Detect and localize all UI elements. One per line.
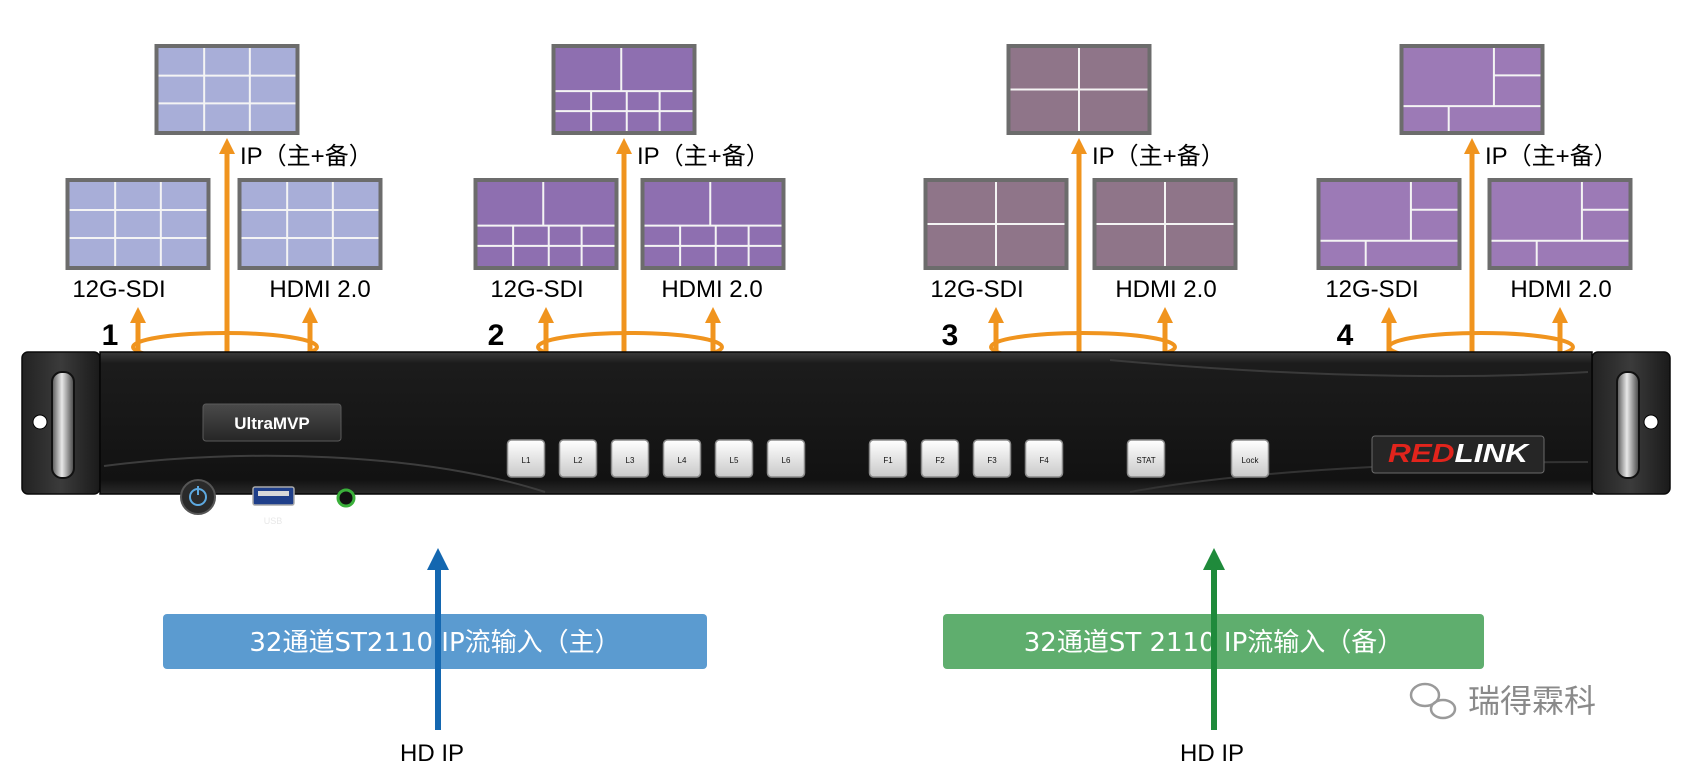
ip-output-label: IP（主+备） xyxy=(637,143,770,170)
sdi-output-label: 12G-SDI xyxy=(1325,276,1418,303)
hdmi-monitor xyxy=(1092,178,1238,270)
input-arrow xyxy=(1203,548,1225,730)
model-label: UltraMVP xyxy=(234,414,310,433)
panel-button-label: L2 xyxy=(574,456,583,465)
panel-button-label: F2 xyxy=(935,456,945,465)
ip-output-arrow xyxy=(616,138,632,382)
output-number: 1 xyxy=(102,319,119,352)
output-number: 4 xyxy=(1337,319,1354,352)
input-arrow xyxy=(427,548,449,730)
watermark-text: 瑞得霖科 xyxy=(1468,682,1596,720)
hdmi-output-label: HDMI 2.0 xyxy=(269,276,370,303)
sdi-monitor xyxy=(1316,178,1462,270)
hdmi-monitor xyxy=(1487,178,1633,270)
panel-button-stat[interactable]: STAT xyxy=(1126,439,1166,478)
ip-output-arrow xyxy=(1464,138,1480,382)
sdi-monitor xyxy=(65,178,211,270)
panel-button-label: L6 xyxy=(782,456,791,465)
panel-button-f4[interactable]: F4 xyxy=(1024,439,1064,478)
panel-button-label: F4 xyxy=(1039,456,1049,465)
rack-hole-left xyxy=(32,414,48,430)
sdi-output-label: 12G-SDI xyxy=(490,276,583,303)
panel-button-label: L4 xyxy=(678,456,687,465)
ip-output-label: IP（主+备） xyxy=(1485,143,1618,170)
input-stream-1: 32通道ST2110 IP流输入（主）HD IP xyxy=(163,548,707,767)
panel-button-label: L5 xyxy=(730,456,739,465)
ip-monitor xyxy=(1399,44,1545,135)
wechat-watermark: 瑞得霖科 xyxy=(1409,682,1596,720)
model-badge xyxy=(202,403,342,442)
panel-button-l6[interactable]: L6 xyxy=(766,439,806,478)
wechat-icon xyxy=(1409,682,1457,720)
panel-button-l2[interactable]: L2 xyxy=(558,439,598,478)
rack-device: UltraMVP USB L1 L2 L3 L4 L5 L6 F1 F2 F3 F4 STAT Loc… xyxy=(21,351,1671,527)
chassis-front-panel xyxy=(99,351,1593,495)
handle-left[interactable] xyxy=(51,371,75,479)
panel-button-l4[interactable]: L4 xyxy=(662,439,702,478)
panel-button-label: STAT xyxy=(1136,456,1155,465)
ip-output-arrow xyxy=(219,138,235,382)
sdi-monitor xyxy=(923,178,1069,270)
panel-button-label: F3 xyxy=(987,456,997,465)
rack-hole-right xyxy=(1643,414,1659,430)
sdi-monitor xyxy=(473,178,619,270)
panel-button-label: F1 xyxy=(883,456,893,465)
usb-port[interactable] xyxy=(252,486,295,506)
input-label: HD IP xyxy=(400,740,464,767)
usb-label: USB xyxy=(264,516,283,526)
output-number: 2 xyxy=(488,319,505,352)
hdmi-monitor xyxy=(640,178,786,270)
hdmi-monitor xyxy=(237,178,383,270)
handle-right[interactable] xyxy=(1616,371,1640,479)
hdmi-output-label: HDMI 2.0 xyxy=(1510,276,1611,303)
panel-button-label: Lock xyxy=(1242,456,1260,465)
panel-button-f3[interactable]: F3 xyxy=(972,439,1012,478)
ip-monitor xyxy=(1006,44,1152,135)
panel-button-l3[interactable]: L3 xyxy=(610,439,650,478)
ip-output-arrow xyxy=(1071,138,1087,382)
panel-button-l5[interactable]: L5 xyxy=(714,439,754,478)
brand-plate xyxy=(1371,435,1545,474)
ip-monitor xyxy=(551,44,697,135)
ip-output-label: IP（主+备） xyxy=(1092,143,1225,170)
hdmi-output-label: HDMI 2.0 xyxy=(1115,276,1216,303)
panel-button-label: L1 xyxy=(522,456,531,465)
panel-button-lock[interactable]: Lock xyxy=(1230,439,1270,478)
input-label: HD IP xyxy=(1180,740,1244,767)
panel-button-f1[interactable]: F1 xyxy=(868,439,908,478)
headphone-icon xyxy=(336,511,356,527)
power-button[interactable] xyxy=(180,479,216,515)
panel-button-label: L3 xyxy=(626,456,635,465)
ip-output-label: IP（主+备） xyxy=(240,143,373,170)
panel-button-f2[interactable]: F2 xyxy=(920,439,960,478)
sdi-output-label: 12G-SDI xyxy=(72,276,165,303)
ip-monitor xyxy=(154,44,300,135)
hdmi-output-label: HDMI 2.0 xyxy=(661,276,762,303)
output-number: 3 xyxy=(942,319,959,352)
panel-button-l1[interactable]: L1 xyxy=(506,439,546,478)
input-stream-2: 32通道ST 2110 IP流输入（备）HD IP xyxy=(943,548,1484,767)
sdi-output-label: 12G-SDI xyxy=(930,276,1023,303)
headphone-jack[interactable] xyxy=(336,488,356,508)
panel-curve-left xyxy=(103,454,546,493)
panel-curve-right xyxy=(1109,359,1589,378)
front-panel-buttons: L1 L2 L3 L4 L5 L6 F1 F2 F3 F4 STAT Lock xyxy=(506,439,1270,478)
input-streams: 32通道ST2110 IP流输入（主）HD IP 32通道ST 2110 IP流输… xyxy=(163,548,1484,767)
